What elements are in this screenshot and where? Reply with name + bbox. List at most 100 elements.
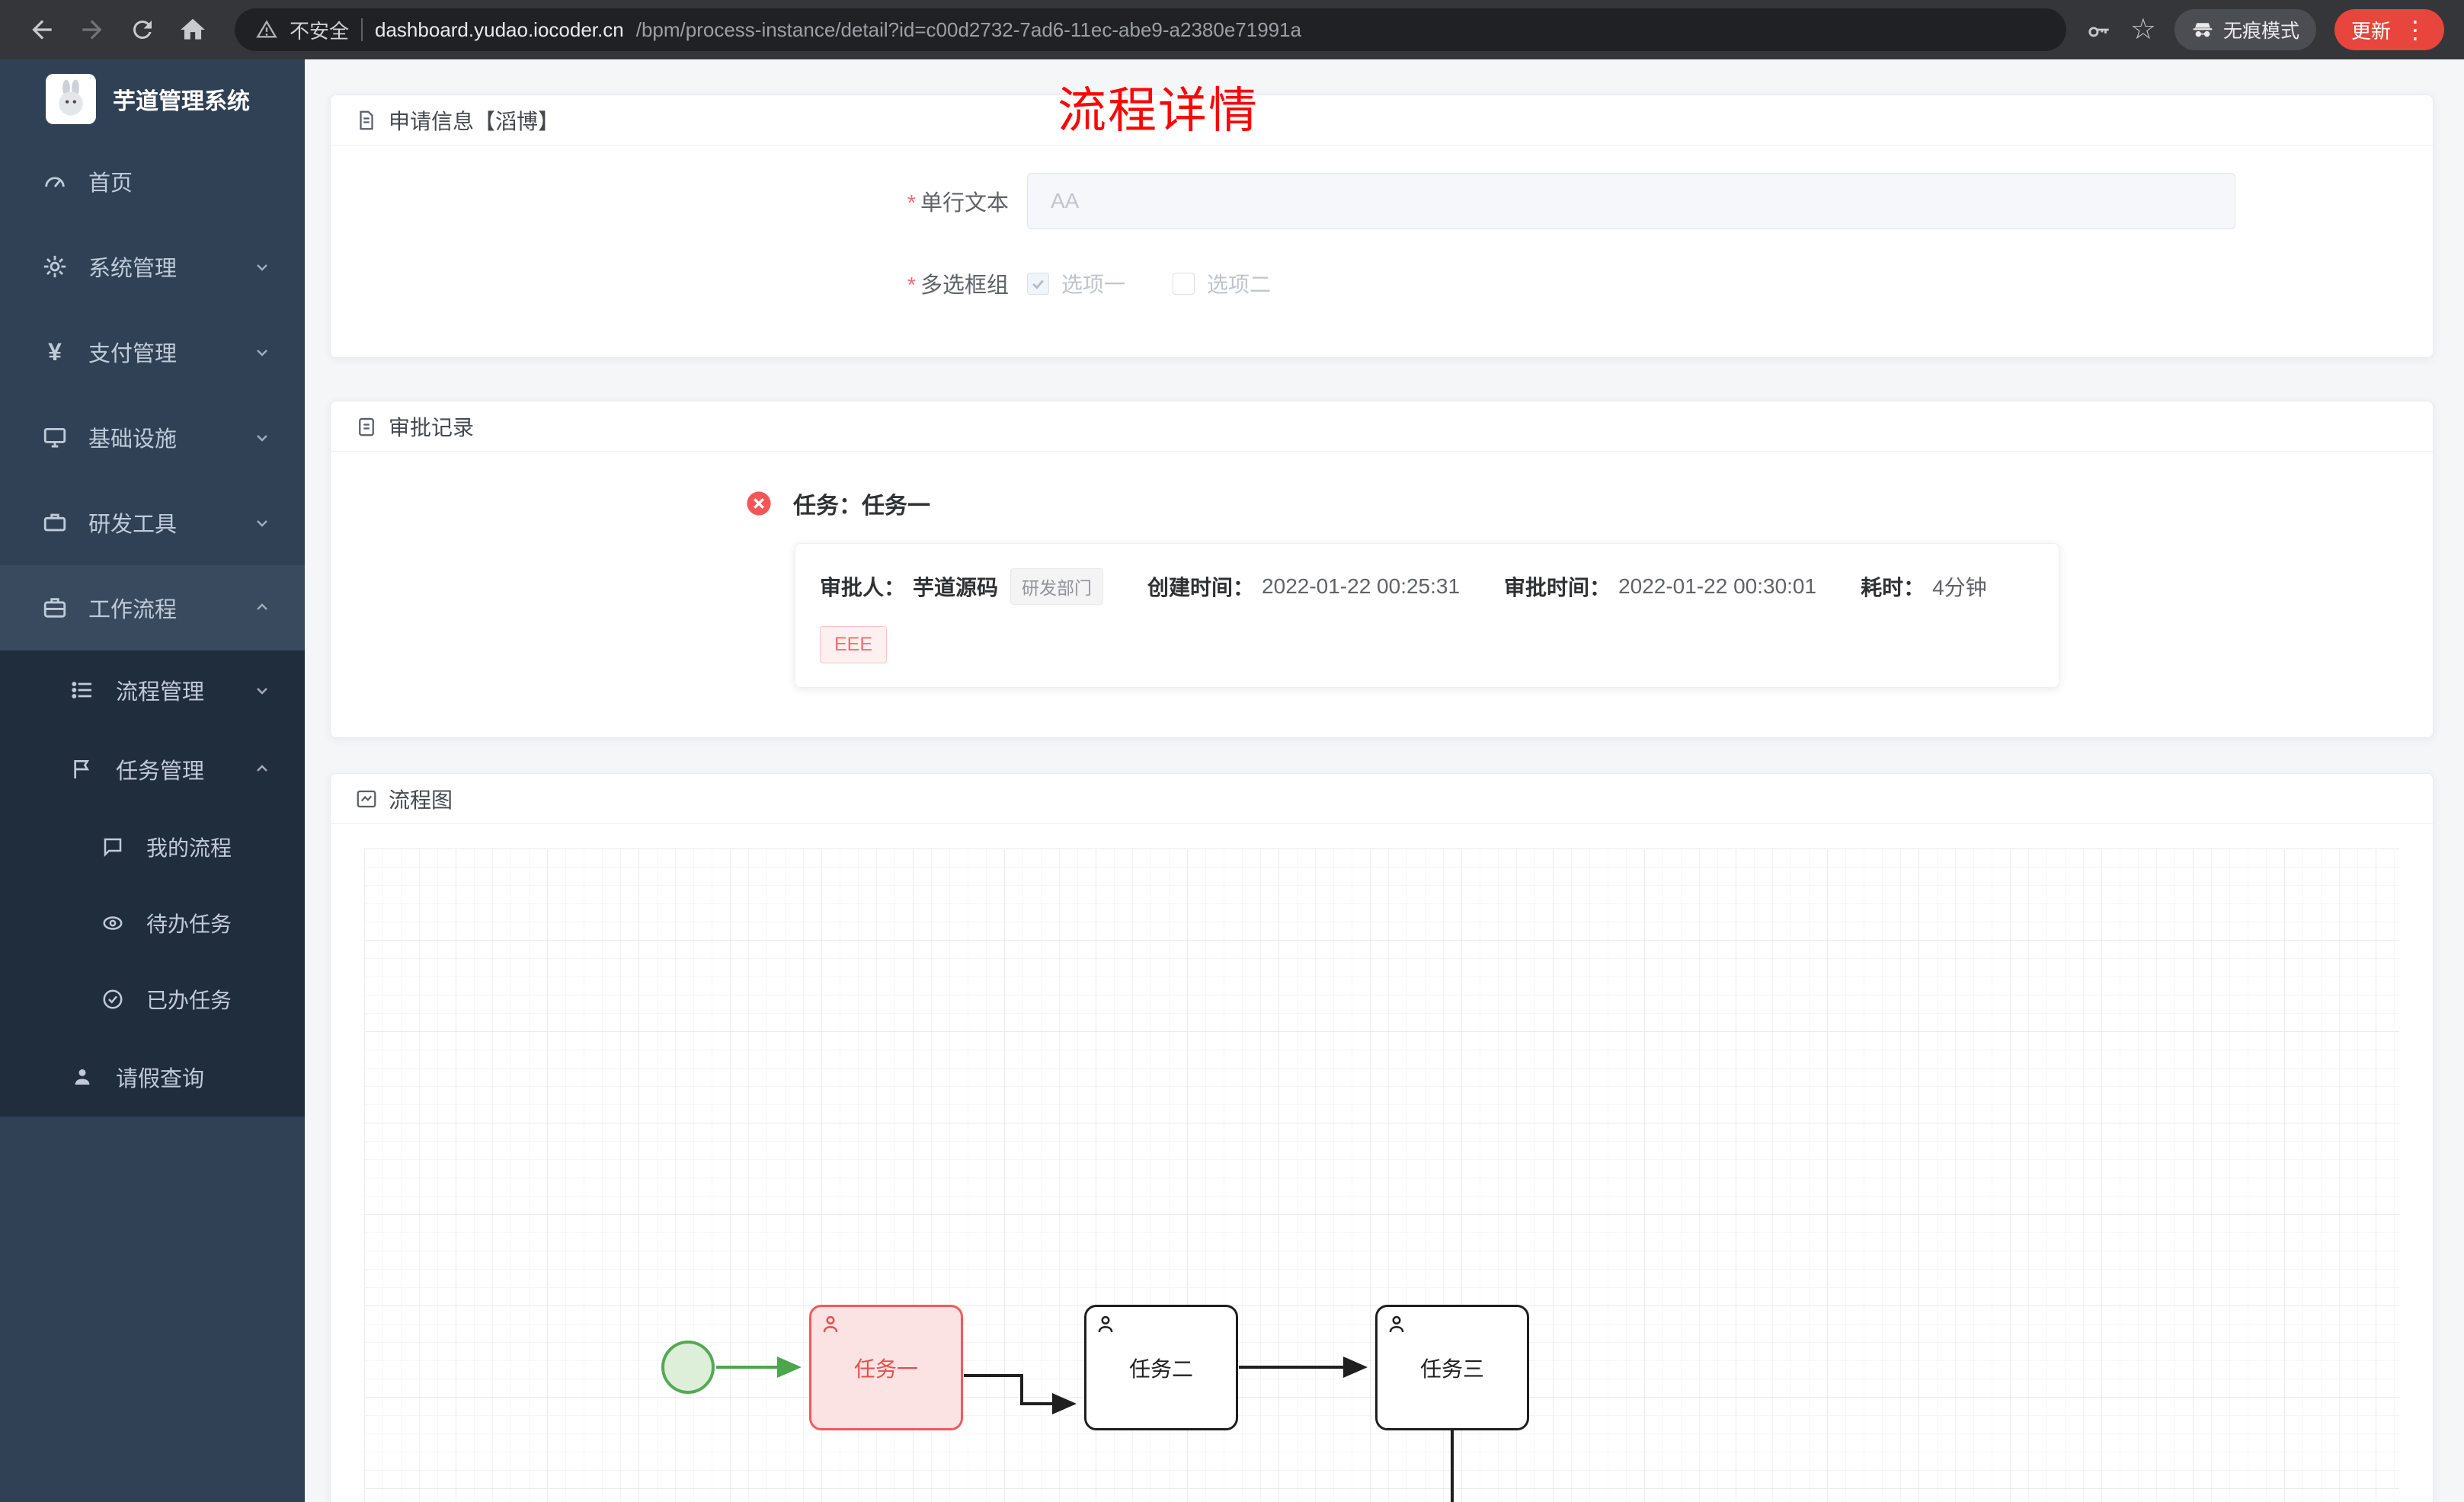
reload-button[interactable] (120, 8, 165, 52)
checkbox-option-2[interactable]: 选项二 (1173, 268, 1271, 299)
forward-button[interactable] (70, 8, 114, 52)
task-row: 任务：任务一 (746, 487, 2433, 520)
sidebar-item-home[interactable]: 首页 (0, 139, 305, 224)
approve-time-label: 审批时间： (1504, 576, 1611, 599)
gear-icon (40, 251, 70, 282)
sidebar-item-label: 系统管理 (88, 257, 178, 281)
task-node-3[interactable]: 任务三 (1375, 1305, 1529, 1430)
task-node-label: 任务三 (1419, 1357, 1484, 1381)
incognito-label: 无痕模式 (2222, 21, 2299, 42)
sidebar-item-process-management[interactable]: 流程管理 (0, 650, 305, 730)
sidebar-item-devtools[interactable]: 研发工具 (0, 480, 305, 565)
approval-timeline: 任务：任务一 审批人： 芋道源码 研发部门 创建时间： 2022-01-22 0… (331, 452, 2433, 688)
checkbox-label: 选项二 (1207, 273, 1272, 296)
checkbox-label: 选项一 (1061, 273, 1126, 296)
update-button[interactable]: 更新 ⋮ (2334, 9, 2444, 50)
update-label: 更新 (2350, 19, 2391, 43)
checkbox-option-1[interactable]: 选项一 (1027, 268, 1125, 299)
text-field-row: *单行文本 (331, 173, 2433, 229)
main-content: 流程详情 申请信息【滔博】 *单行文本 *多选框组 选项一 (305, 59, 2464, 1502)
bookmark-star-icon[interactable]: ☆ (2130, 14, 2156, 46)
browser-actions: ☆ 无痕模式 更新 ⋮ (2086, 9, 2444, 50)
apply-info-card: 申请信息【滔博】 *单行文本 *多选框组 选项一 选项二 (330, 94, 2434, 358)
approval-records-card: 审批记录 任务：任务一 审批人： 芋道源码 研发部门 创建时间： 2022-01… (330, 401, 2434, 738)
chevron-up-icon (253, 760, 271, 778)
eye-icon (98, 908, 128, 938)
comment-tag: EEE (820, 626, 888, 663)
sidebar-item-my-process[interactable]: 我的流程 (0, 809, 305, 885)
checkbox-group: 选项一 选项二 (1027, 268, 1271, 299)
dashboard-icon (40, 166, 70, 197)
bpmn-connectors (716, 1357, 1454, 1502)
sidebar-item-done-tasks[interactable]: 已办任务 (0, 961, 305, 1037)
approve-time-value: 2022-01-22 00:30:01 (1618, 574, 1817, 598)
sidebar-item-workflow[interactable]: 工作流程 (0, 565, 305, 650)
sidebar-item-label: 我的流程 (146, 836, 232, 860)
start-event-node[interactable] (661, 1341, 715, 1394)
sidebar-item-system[interactable]: 系统管理 (0, 224, 305, 309)
sidebar-item-infrastructure[interactable]: 基础设施 (0, 395, 305, 480)
required-mark: * (907, 273, 916, 298)
flag-icon (67, 754, 98, 785)
checkbox-group-row: *多选框组 选项一 选项二 (331, 267, 2433, 299)
task-title: 任务：任务一 (793, 494, 930, 519)
key-icon[interactable] (2086, 17, 2112, 43)
address-bar[interactable]: 不安全 dashboard.yudao.iocoder.cn/bpm/proce… (235, 8, 2066, 51)
sidebar-item-todo-tasks[interactable]: 待办任务 (0, 885, 305, 961)
sidebar-item-payment[interactable]: ¥ 支付管理 (0, 309, 305, 395)
sidebar-item-task-management[interactable]: 任务管理 (0, 730, 305, 809)
task-node-label: 任务一 (853, 1357, 918, 1381)
browser-menu-icon[interactable]: ⋮ (2403, 16, 2427, 43)
sidebar: 芋道管理系统 首页 系统管理 ¥ 支付管理 基础设施 研发工具 工作流程 流程管… (0, 59, 305, 1502)
approval-record-row: 审批人： 芋道源码 研发部门 创建时间： 2022-01-22 00:25:31… (820, 568, 2036, 605)
apply-info-title: 申请信息【滔博】 (389, 109, 560, 133)
approver-field: 审批人： 芋道源码 研发部门 (820, 568, 1104, 605)
approval-records-title: 审批记录 (389, 415, 475, 439)
duration-label: 耗时： (1861, 576, 1925, 599)
browser-chrome: 不安全 dashboard.yudao.iocoder.cn/bpm/proce… (0, 0, 2464, 59)
single-line-text-input[interactable] (1027, 173, 2235, 229)
process-diagram-card: 流程图 任务一 (330, 773, 2434, 1502)
diagram-body: 任务一 任务二 任务三 (331, 824, 2433, 1502)
app-logo[interactable]: 芋道管理系统 (0, 59, 305, 139)
page-title: 流程详情 (1058, 83, 1259, 138)
address-divider (361, 18, 363, 41)
duration-field: 耗时： 4分钟 (1861, 571, 1987, 602)
security-label: 不安全 (290, 19, 350, 43)
create-time-value: 2022-01-22 00:25:31 (1262, 574, 1461, 598)
warning-icon (256, 20, 277, 38)
chevron-up-icon (253, 599, 271, 617)
text-field-label: *单行文本 (907, 191, 1009, 216)
sidebar-item-leave-query[interactable]: 请假查询 (0, 1037, 305, 1117)
chevron-down-icon (253, 257, 271, 276)
department-tag: 研发部门 (1010, 568, 1104, 605)
logo-avatar (46, 74, 96, 124)
task-node-2[interactable]: 任务二 (1084, 1305, 1238, 1430)
task-node-1[interactable]: 任务一 (809, 1305, 963, 1430)
checkbox-checked-icon (1027, 272, 1049, 295)
approver-label: 审批人： (820, 576, 906, 599)
back-button[interactable] (20, 8, 64, 52)
home-button[interactable] (171, 8, 215, 52)
sidebar-item-label: 已办任务 (146, 989, 232, 1012)
list-icon (67, 675, 98, 705)
url-path: /bpm/process-instance/detail?id=c00d2732… (635, 18, 1302, 41)
clipboard-icon (359, 417, 374, 436)
toolbox-icon (40, 507, 70, 538)
approver-name: 芋道源码 (913, 576, 999, 599)
create-time-label: 创建时间： (1147, 576, 1255, 599)
monitor-icon (40, 422, 70, 452)
reload-icon (133, 20, 152, 39)
sidebar-item-label: 请假查询 (116, 1067, 205, 1091)
chevron-down-icon (253, 343, 271, 361)
forward-icon (82, 20, 102, 40)
checkbox-unchecked-icon (1173, 272, 1195, 295)
rejected-x-icon (747, 491, 771, 516)
checkbox-group-label: *多选框组 (907, 273, 1009, 298)
check-circle-icon (98, 984, 128, 1015)
required-mark: * (907, 191, 916, 216)
back-icon (32, 20, 52, 40)
process-diagram-title: 流程图 (389, 788, 453, 812)
sidebar-item-label: 任务管理 (116, 759, 205, 784)
user-task-icon (823, 1315, 838, 1333)
